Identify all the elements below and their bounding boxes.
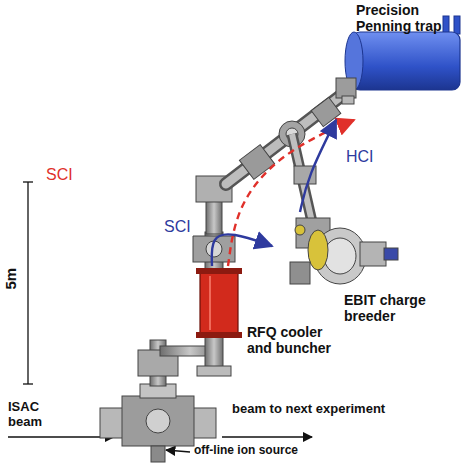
- ion-path-label: HCI: [344, 148, 376, 166]
- breeder-box: EBIT charge breeder: [272, 212, 452, 334]
- ion-path-label: SCI: [44, 166, 75, 184]
- source-label: off-line ion source: [194, 444, 298, 458]
- scale-bar: [23, 182, 33, 384]
- beam-path-arrow: [212, 234, 272, 266]
- part-name: Precision Penning trap: [356, 2, 456, 34]
- beam-label: ISAC beam: [8, 400, 42, 430]
- beam-label: beam to next experiment: [232, 402, 385, 417]
- leader-arrow: [166, 450, 190, 452]
- rfq-block: [196, 268, 242, 338]
- trap-box: Precision Penning trap: [330, 0, 465, 120]
- beam-path-arrow: [300, 120, 336, 212]
- ebit-illustration: [290, 218, 398, 284]
- beam-arrow: [222, 436, 312, 438]
- part-name: EBIT charge breeder: [344, 292, 440, 324]
- ion-path-label: SCI: [162, 218, 193, 236]
- beam-path-arrow: [228, 120, 354, 266]
- scale-label: 5m: [2, 268, 19, 290]
- part-name: RFQ cooler and buncher: [247, 324, 337, 356]
- cooler-box: RFQ cooler and buncher: [195, 266, 341, 370]
- beam-arrow: [8, 436, 114, 438]
